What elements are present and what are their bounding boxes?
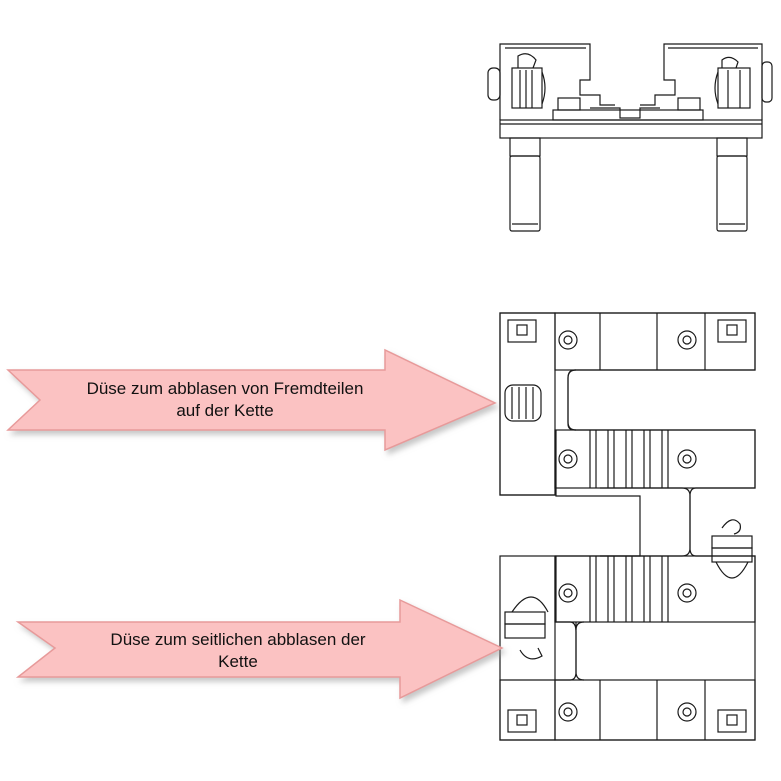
front-view-drawing bbox=[487, 43, 773, 232]
callout-2-text-line1: Düse zum seitlichen abblasen der bbox=[110, 630, 365, 649]
callout-1-text-line1: Düse zum abblasen von Fremdteilen bbox=[87, 379, 364, 398]
callout-1-text-line2: auf der Kette bbox=[176, 401, 273, 420]
callout-2-text-line2: Kette bbox=[218, 652, 258, 671]
plan-view-drawing bbox=[499, 312, 756, 741]
callout-arrow-2 bbox=[15, 598, 504, 700]
callout-arrow-1 bbox=[6, 348, 497, 452]
